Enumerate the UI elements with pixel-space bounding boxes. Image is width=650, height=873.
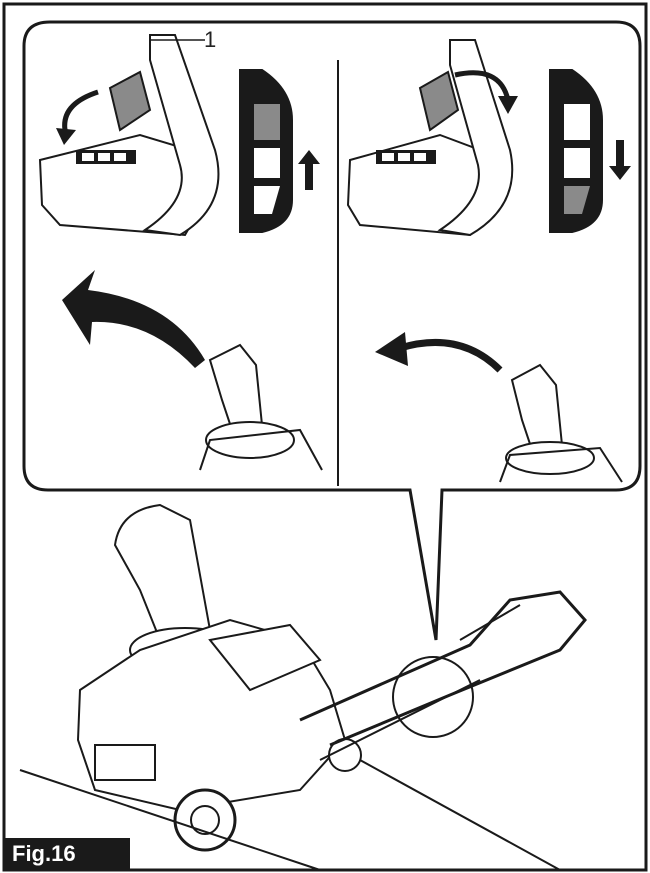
curved-arrow-right-icon [454,70,511,101]
figure-label: Fig.16 [4,838,130,870]
main-handle [299,590,587,747]
detail-circle [392,656,474,738]
ground-line [19,769,321,871]
lever-left [108,70,152,132]
indicator-right-segment-mid [564,148,590,178]
indicator-left-segment-bottom [254,186,280,214]
indicator-right-segment-top [564,104,590,140]
callout-number-1: 1 [204,27,217,52]
medium-curved-arrow-right [398,338,503,373]
indicator-right-segment-bottom [564,186,590,214]
wheel-front [173,788,237,852]
handle-tube-right [437,39,514,237]
lever-right [418,70,460,132]
left-panel [38,34,323,471]
up-arrow-icon [298,150,320,190]
main-chute [113,503,212,642]
indicator-left-segment-top [254,104,280,140]
snow-thrower [19,503,587,871]
down-arrow-icon [609,140,631,180]
indicator-left-segment-mid [254,148,280,178]
handle-tube-left [142,34,220,237]
big-curved-arrow-left [62,270,205,368]
right-panel [346,39,631,483]
